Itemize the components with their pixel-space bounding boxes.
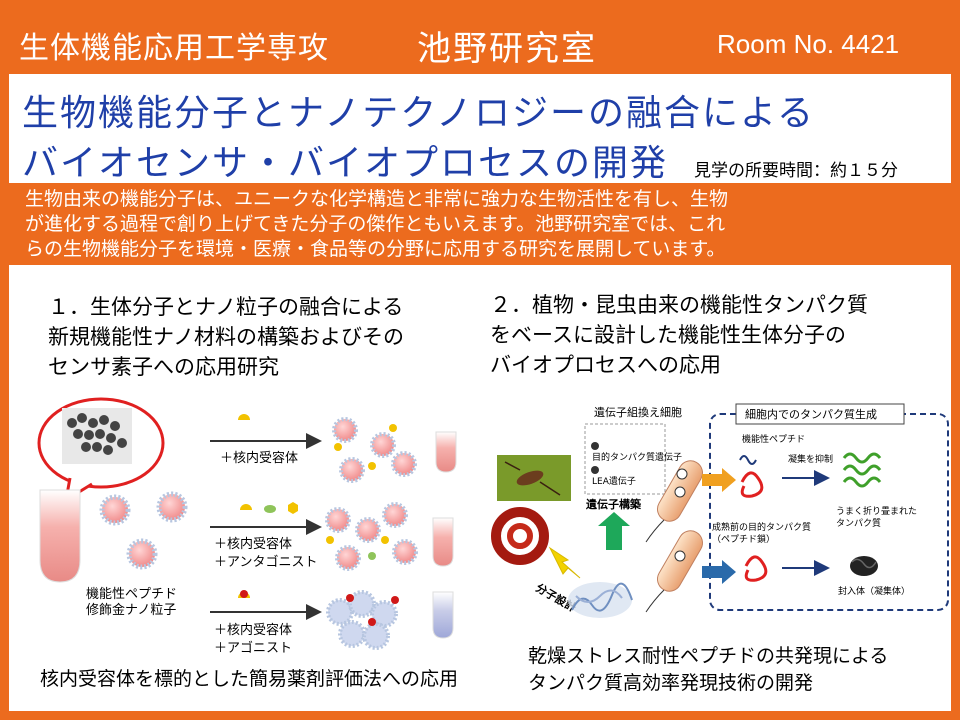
- section1-heading-line: センサ素子への応用研究: [48, 355, 279, 379]
- folded-label: うまく折り畳まれた: [836, 505, 917, 517]
- design-arrow: [548, 546, 581, 579]
- poster-body: [9, 9, 951, 711]
- gene-marker: [591, 466, 599, 474]
- cell-process-box: [709, 413, 949, 611]
- ligand-icon: [288, 502, 298, 514]
- gene-marker: [591, 442, 599, 450]
- poster-title-line1: 生物機能分子とナノテクノロジーの融合による: [22, 93, 815, 134]
- insect-leg: [504, 461, 521, 471]
- section2-heading-line: バイオプロセスへの応用: [490, 353, 721, 377]
- abstract-line: らの生物機能分子を環境・医療・食品等の分野に応用する研究を展開しています。: [25, 238, 726, 260]
- plasmid: [674, 550, 686, 562]
- department-name: 生体機能応用工学専攻: [19, 31, 329, 66]
- section1-heading-line: １．生体分子とナノ粒子の融合による: [48, 295, 404, 319]
- flow-arrow-blue: [702, 560, 736, 584]
- row2-label: ＋アンタゴニスト: [214, 554, 317, 570]
- result-tube: [432, 517, 454, 567]
- larva-image: [491, 507, 549, 565]
- row2-products: [325, 502, 418, 571]
- result-tube: [435, 431, 457, 473]
- folded-protein-icon: [842, 452, 882, 488]
- section1-caption: 核内受容体を標的とした簡易薬剤評価法への応用: [40, 668, 459, 690]
- row1-label: ＋核内受容体: [220, 450, 298, 466]
- test-tube: [39, 489, 81, 583]
- functional-peptide-label: 機能性ペプチド: [742, 433, 805, 445]
- agonist-icon: [240, 590, 248, 598]
- plasmid: [674, 486, 686, 498]
- nanoparticle-group: [99, 491, 188, 570]
- row3-aggregate: [326, 590, 399, 650]
- particle-label: 機能性ペプチド: [86, 587, 177, 602]
- row2-label: ＋核内受容体: [214, 536, 292, 552]
- gene-construct-label: 遺伝子構築: [585, 497, 642, 511]
- row3-label: ＋核内受容体: [214, 622, 292, 638]
- gold-nanoparticle: [156, 491, 188, 523]
- antagonist-icon: [264, 505, 276, 513]
- section2-caption: 乾燥ストレス耐性ペプチドの共発現による タンパク質高効率発現技術の開発: [528, 643, 888, 697]
- flow-arrow-orange: [702, 468, 736, 492]
- peptide-icon: [739, 455, 757, 465]
- inclusion-body-label: 封入体（凝集体）: [838, 585, 910, 597]
- insect-leg: [539, 481, 561, 496]
- poster-title-line2: バイオセンサ・バイオプロセスの開発: [22, 143, 669, 184]
- nanoparticle-figure: 機能性ペプチド 修飾金ナノ粒子 ＋核内受容体 ＋核内受容体 ＋アンタゴニスト: [37, 397, 457, 656]
- row1-products: [332, 417, 417, 483]
- insect-body: [516, 470, 544, 486]
- visit-time: 見学の所要時間：約１５分: [694, 161, 898, 181]
- section2-caption-line: 乾燥ストレス耐性ペプチドの共発現による: [528, 645, 889, 667]
- construct-arrow: [598, 512, 630, 550]
- immature-label: （ペプチド鎖）: [712, 533, 775, 545]
- lea-gene-label: LEA遺伝子: [592, 475, 636, 487]
- flagellum: [645, 519, 665, 543]
- immature-label: 成熟前の目的タンパク質: [712, 521, 811, 533]
- gold-nanoparticle: [99, 494, 131, 526]
- folded-label: タンパク質: [836, 517, 881, 529]
- result-tube: [432, 591, 454, 639]
- room-number: Room No. 4421: [717, 29, 900, 59]
- section1-heading: １．生体分子とナノ粒子の融合による 新規機能性ナノ材料の構築およびその センサ素…: [48, 292, 404, 382]
- receptor-icon: [240, 504, 252, 510]
- particle-label: 修飾金ナノ粒子: [86, 602, 176, 618]
- recombinant-cell-label: 遺伝子組換え細胞: [594, 405, 682, 419]
- plasmid: [676, 468, 688, 480]
- section2-caption-line: タンパク質高効率発現技術の開発: [528, 672, 814, 694]
- inclusion-body-icon: [850, 556, 878, 576]
- target-gene-label: 目的タンパク質遺伝子: [592, 451, 682, 463]
- flagellum: [645, 589, 665, 613]
- section2-heading: ２．植物・昆虫由来の機能性タンパク質 をベースに設計した機能性生体分子の バイオ…: [490, 290, 868, 380]
- abstract-line: 生物由来の機能分子は、ユニークな化学構造と非常に強力な生物活性を有し、生物: [25, 188, 729, 210]
- section2-heading-line: をベースに設計した機能性生体分子の: [490, 323, 846, 347]
- nascent-chain: [740, 471, 764, 498]
- gene-box: [584, 423, 666, 495]
- section2-heading-line: ２．植物・昆虫由来の機能性タンパク質: [490, 293, 868, 317]
- gold-nanoparticle: [126, 538, 158, 570]
- protein-structure: [568, 582, 633, 618]
- suppress-label: 凝集を抑制: [788, 453, 833, 465]
- abstract-box: 生物由来の機能分子は、ユニークな化学構造と非常に強力な生物活性を有し、生物 が進…: [9, 183, 951, 265]
- section1-heading-line: 新規機能性ナノ材料の構築およびその: [48, 325, 404, 349]
- row3-label: ＋アゴニスト: [214, 640, 292, 656]
- box-title-frame: [735, 403, 905, 425]
- lab-name: 池野研究室: [417, 29, 597, 69]
- larva-inner: [507, 523, 533, 549]
- abstract-line: が進化する過程で創り上げてきた分子の傑作ともいえます。池野研究室では、これ: [25, 213, 726, 235]
- protein-expression-figure: 分子設計 遺伝子組換え細胞 目的タンパク質遺伝子 LEA遺伝子 遺伝子構築 細胞…: [491, 403, 949, 618]
- immature-chain: [744, 555, 768, 582]
- tem-particles: [67, 413, 127, 455]
- header-bar: 生体機能応用工学専攻 池野研究室 Room No. 4421: [9, 9, 951, 74]
- box-title: 細胞内でのタンパク質生成: [745, 407, 877, 421]
- receptor-icon: [238, 414, 250, 420]
